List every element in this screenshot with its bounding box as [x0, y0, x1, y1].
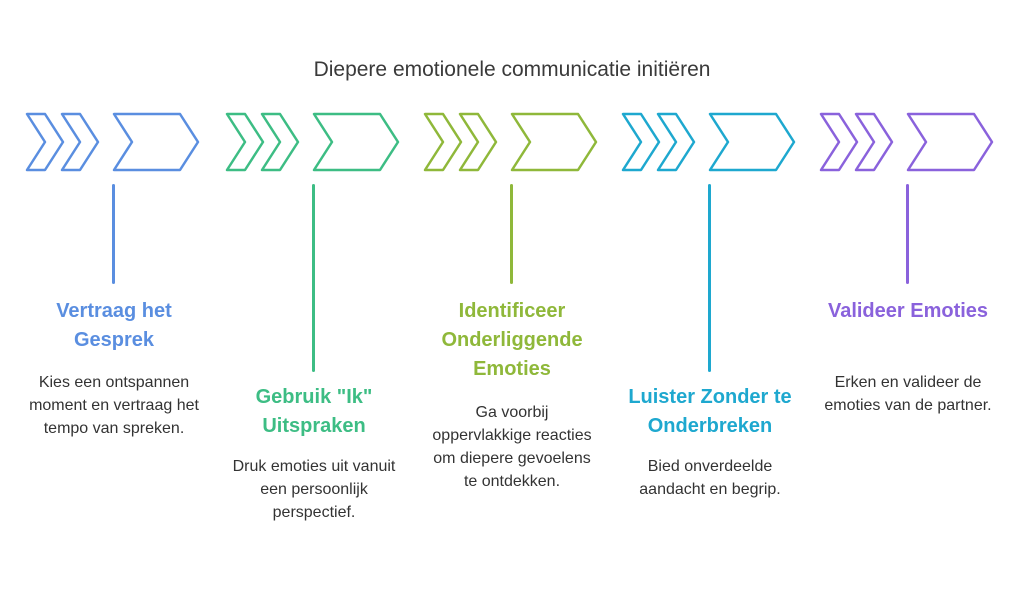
connector-line — [708, 184, 711, 372]
step-heading: Identificeer Onderliggende Emoties — [441, 300, 583, 380]
chevron-arrows-icon — [14, 110, 214, 174]
step-heading: Valideer Emoties — [827, 300, 989, 322]
chevron-large — [112, 112, 200, 172]
chevron-small-2 — [854, 112, 894, 172]
chevron-small-2 — [60, 112, 100, 172]
step-description-text: Druk emoties uit vanuit een persoonlijk … — [232, 458, 396, 521]
step-description-text: Ga voorbij oppervlakkige reacties om die… — [432, 404, 592, 490]
step-description: Bied onverdeelde aandacht en begrip. — [610, 455, 810, 501]
connector-line — [112, 184, 115, 284]
chevron-small-2 — [260, 112, 300, 172]
chevron-arrows-icon — [214, 110, 414, 174]
chevron-small-1 — [225, 112, 265, 172]
connector-line — [312, 184, 315, 372]
step-description-text: Kies een ontspannen moment en vertraag h… — [29, 374, 199, 437]
chevron-arrows-icon — [808, 110, 1008, 174]
step-description: Druk emoties uit vanuit een persoonlijk … — [214, 455, 414, 524]
step-description: Kies een ontspannen moment en vertraag h… — [14, 371, 214, 440]
step-description-text: Bied onverdeelde aandacht en begrip. — [639, 458, 781, 498]
step-heading: Gebruik "Ik" Uitspraken — [255, 386, 373, 437]
chevron-small-1 — [819, 112, 859, 172]
connector-line — [510, 184, 513, 284]
chevron-small-1 — [423, 112, 463, 172]
chevron-small-2 — [656, 112, 696, 172]
step-description-text: Erken en valideer de emoties van de part… — [824, 374, 992, 414]
connector-line — [906, 184, 909, 284]
chevron-small-1 — [25, 112, 65, 172]
step-heading: Vertraag het Gesprek — [56, 300, 172, 351]
chevron-large — [510, 112, 598, 172]
step-heading: Luister Zonder te Onderbreken — [628, 386, 792, 437]
chevron-small-1 — [621, 112, 661, 172]
chevron-large — [312, 112, 400, 172]
step-description: Erken en valideer de emoties van de part… — [808, 371, 1008, 417]
step-description: Ga voorbij oppervlakkige reacties om die… — [412, 401, 612, 493]
chevron-large — [708, 112, 796, 172]
chevron-arrows-icon — [412, 110, 612, 174]
chevron-large — [906, 112, 994, 172]
chevron-arrows-icon — [610, 110, 810, 174]
chevron-small-2 — [458, 112, 498, 172]
page-title: Diepere emotionele communicatie initiëre… — [313, 58, 711, 81]
